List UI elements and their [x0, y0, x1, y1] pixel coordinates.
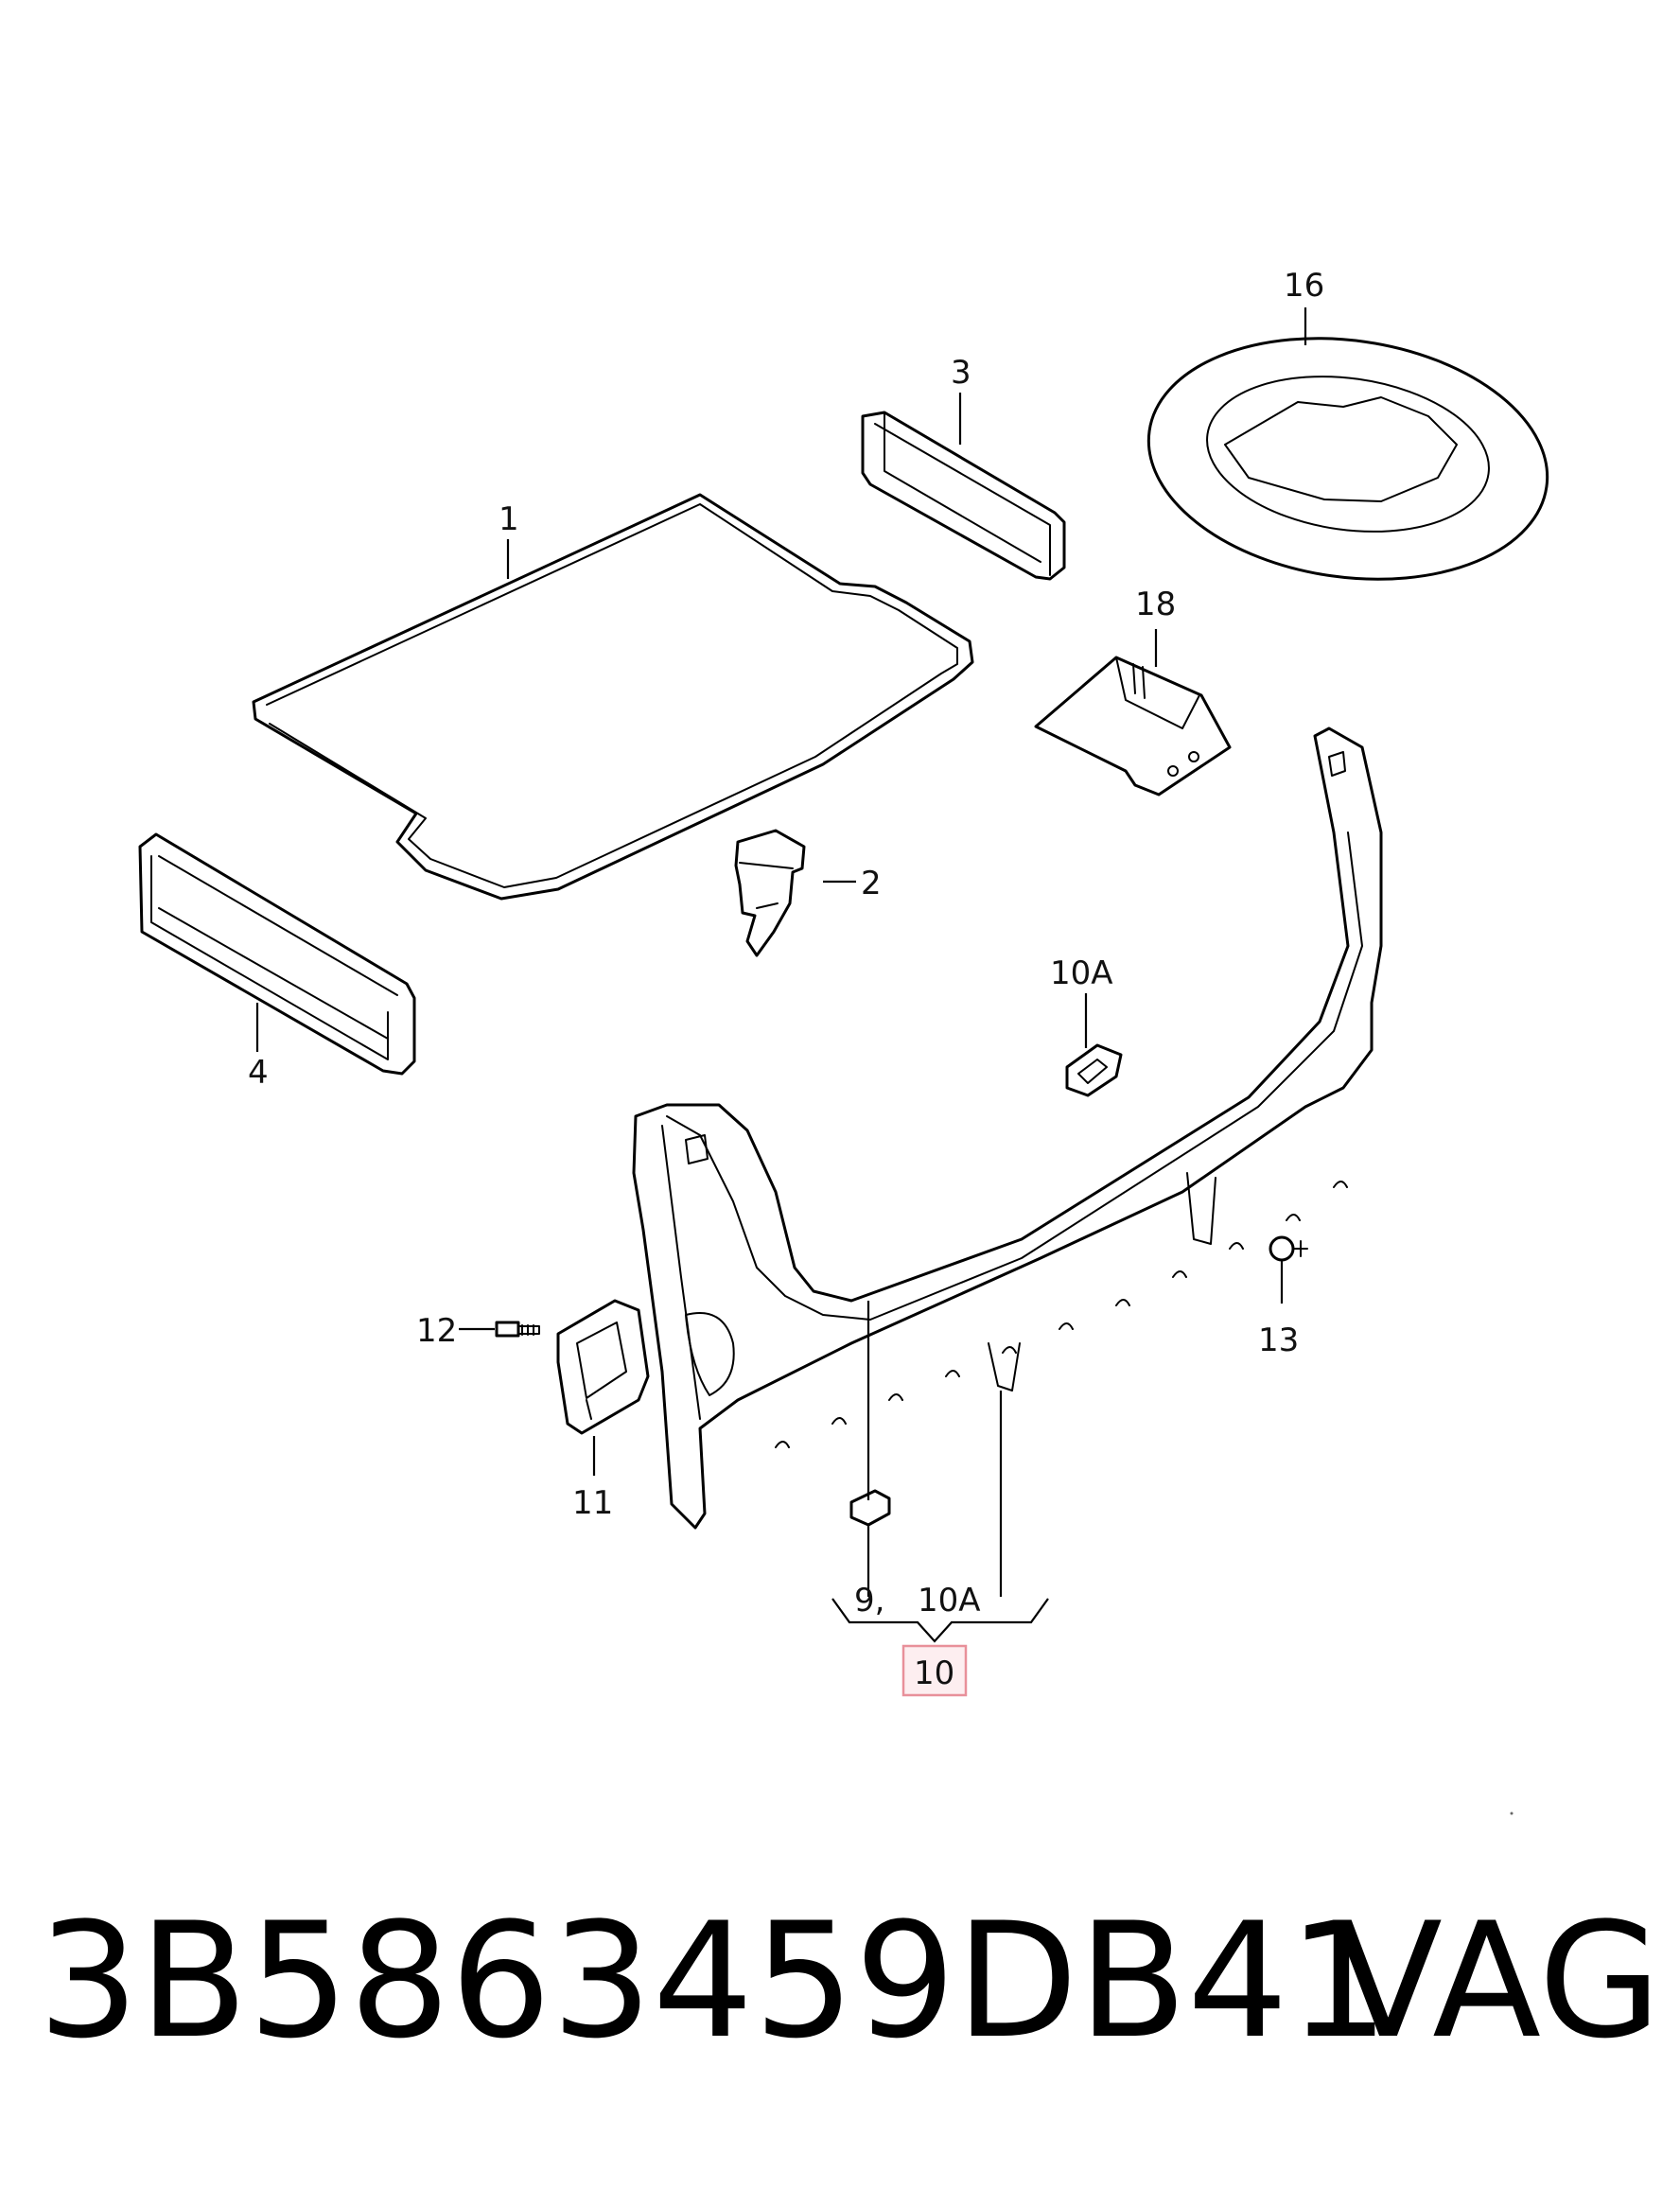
part-13-push-clip: [1269, 1235, 1308, 1262]
part-1-floor-panel: [252, 493, 974, 901]
label-9: 9,: [854, 1582, 884, 1619]
label-16: 16: [1284, 267, 1324, 305]
part-18-bracket: [1034, 656, 1232, 796]
part-11-handle: [556, 1299, 650, 1435]
label-1: 1: [499, 500, 519, 538]
label-18: 18: [1135, 586, 1176, 623]
part-12-screw: [495, 1321, 540, 1338]
part-4-trim-block: [138, 832, 416, 1076]
label-2: 2: [861, 865, 882, 902]
stray-dot: [1510, 1812, 1514, 1815]
part-3-trim-block: [861, 411, 1066, 581]
label-10a-top: 10A: [1050, 954, 1113, 992]
label-4: 4: [248, 1054, 269, 1092]
label-3: 3: [951, 354, 971, 392]
part-16-wheel-cover: [1146, 337, 1549, 581]
label-11: 11: [572, 1484, 613, 1522]
part-2-clip: [734, 829, 806, 957]
part-9-clip: [849, 1489, 891, 1527]
part-10a-clip-top: [1065, 1043, 1123, 1097]
label-13: 13: [1258, 1322, 1299, 1359]
leader-lines: [255, 307, 1307, 1643]
label-10: 10: [914, 1654, 954, 1692]
brand-text: VAG: [1334, 1888, 1662, 2074]
part-10-rear-trim-panel: [632, 726, 1383, 1530]
label-10a-bottom: 10A: [918, 1582, 981, 1619]
highlight-box-10: [901, 1644, 968, 1697]
part-number-text: 3B5863459DB41: [38, 1888, 1390, 2074]
label-12: 12: [416, 1312, 457, 1350]
